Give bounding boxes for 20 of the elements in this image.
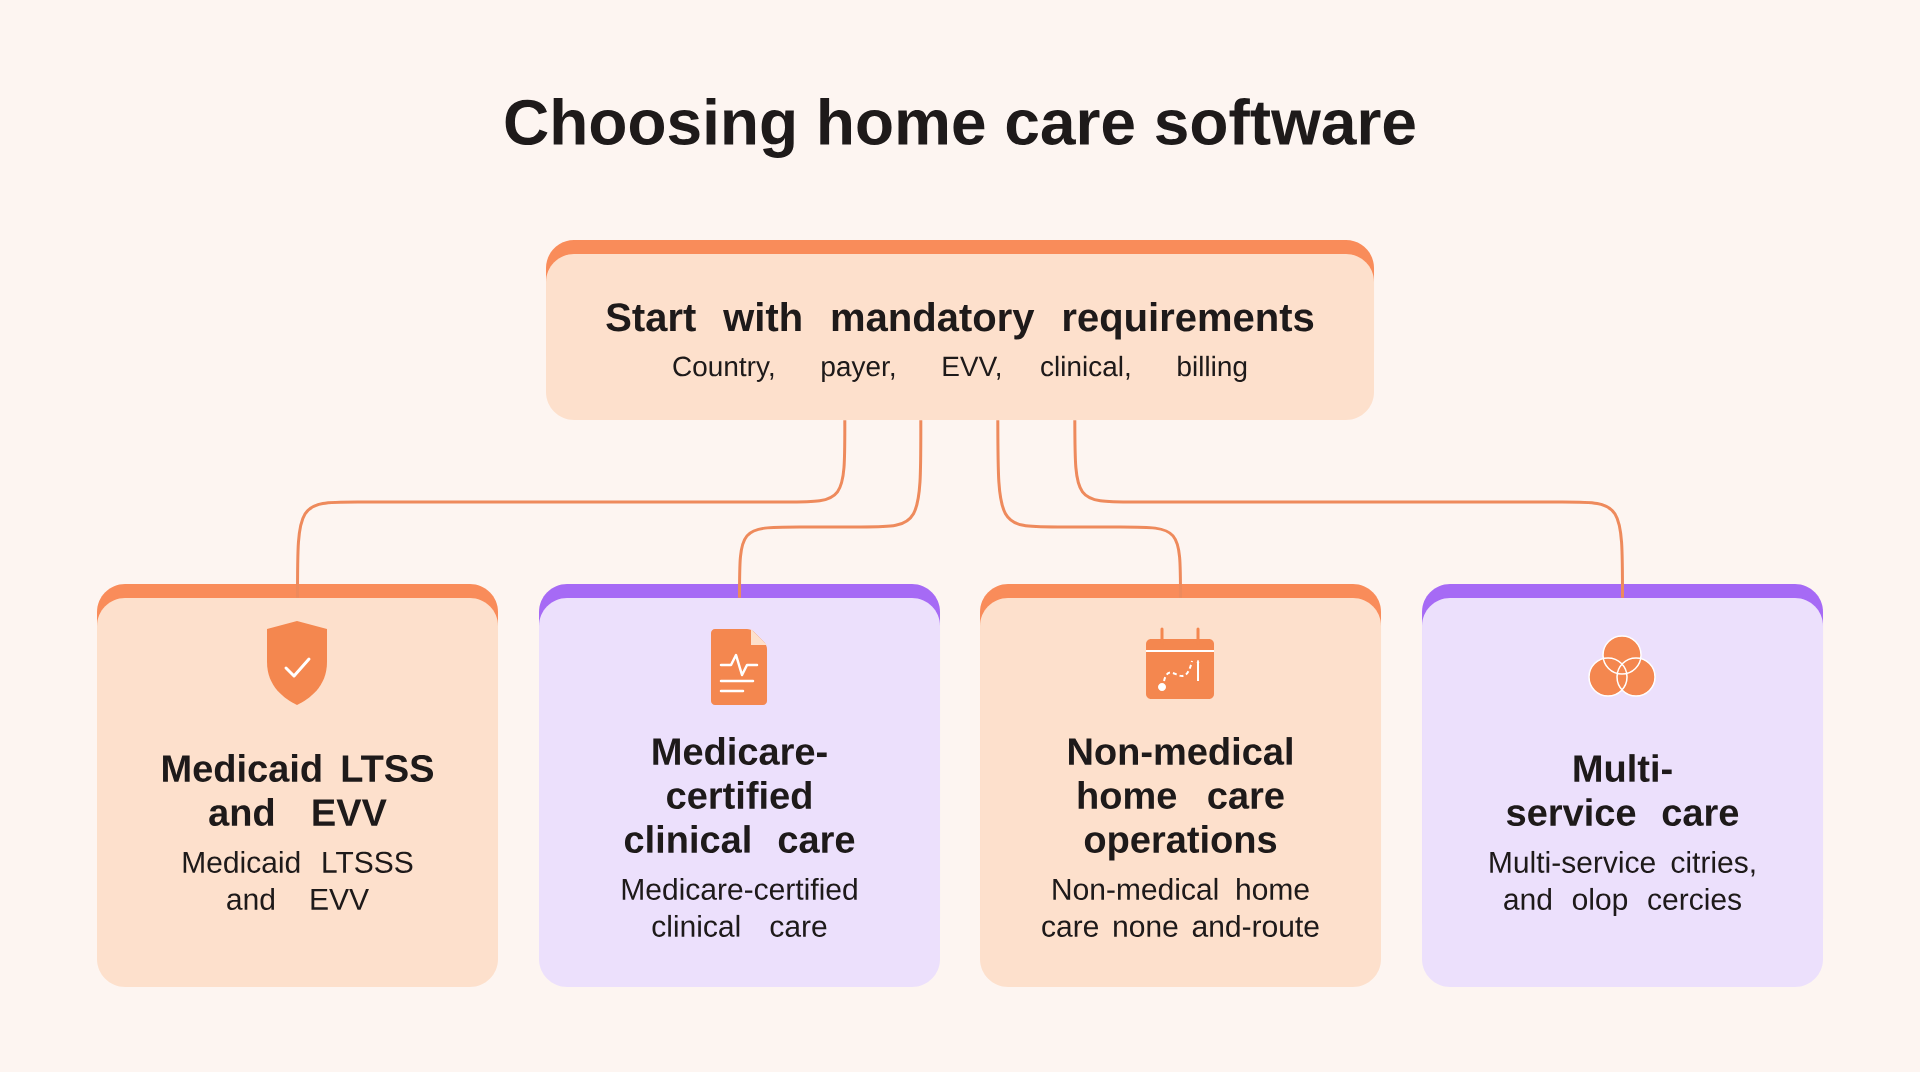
card	[980, 584, 1381, 987]
connector-line	[738, 420, 923, 598]
card-description: Country, payer, EVV, clinical, billing	[673, 355, 1247, 382]
card-title: Medicare-certified clinical care	[624, 737, 855, 853]
card	[539, 584, 940, 987]
card-description: Medicare-certified clinical care	[622, 877, 857, 937]
connector-line	[996, 420, 1182, 598]
card	[97, 584, 498, 987]
card-title: Non-medical home care operations	[1069, 737, 1292, 861]
connector-line	[1073, 420, 1624, 598]
title: Choosing home care software	[505, 98, 1415, 158]
card-title: Start with mandatory requirements	[606, 302, 1314, 340]
card-title: Multi-service care	[1506, 754, 1739, 827]
card-description: Non-medical home care none and-route	[1042, 877, 1319, 937]
card	[546, 240, 1374, 420]
card-description: Multi-service citries, and olop cercies	[1490, 850, 1755, 916]
connector-line	[296, 420, 847, 598]
card-title: Medicaid LTSS and EVV	[163, 754, 434, 826]
card-description: Medicaid LTSSS and EVV	[183, 850, 413, 910]
card	[1422, 584, 1823, 987]
